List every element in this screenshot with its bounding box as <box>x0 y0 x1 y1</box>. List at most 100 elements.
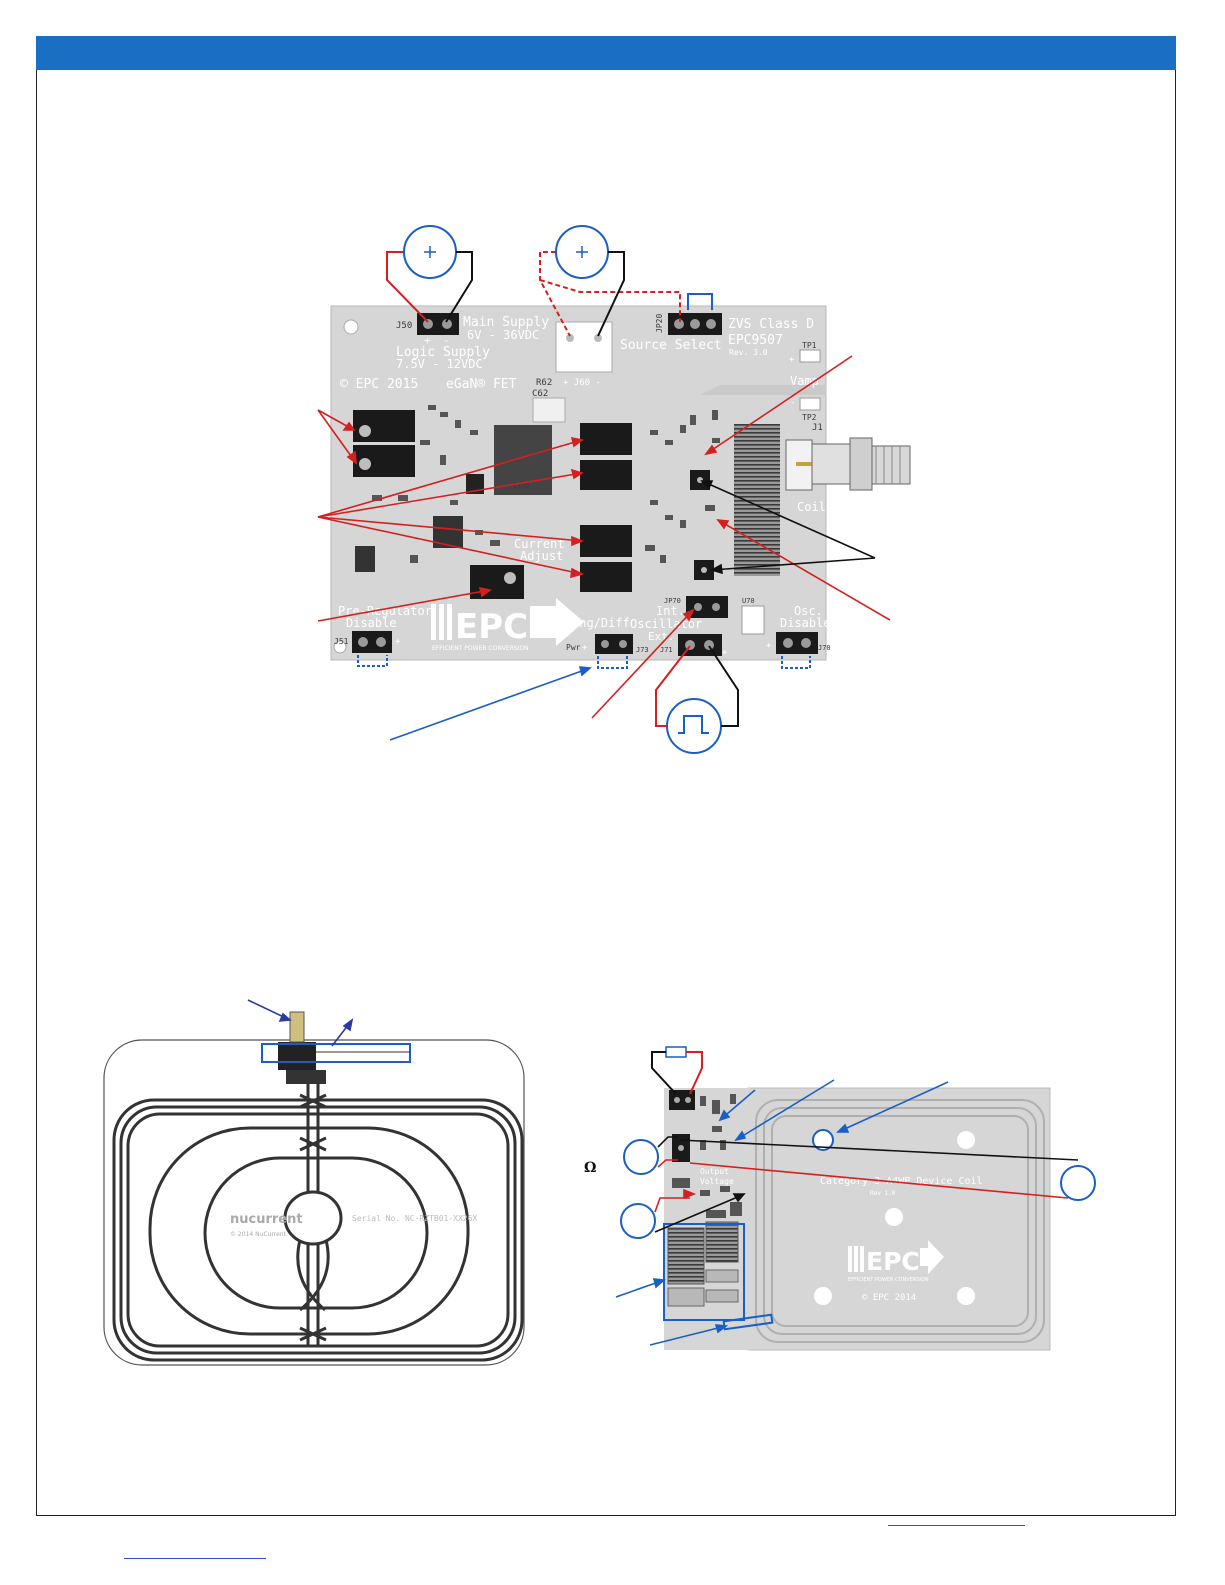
j51-connector[interactable] <box>352 631 392 653</box>
u70-label: U70 <box>742 597 755 605</box>
pulse-generator-icon <box>655 645 739 754</box>
tp1-label: TP1 <box>802 341 817 350</box>
tp1-pad[interactable] <box>799 349 821 363</box>
mount-hole-highlight <box>812 1129 834 1151</box>
omega-symbol: Ω <box>584 1160 597 1176</box>
voltmeter-icon-left <box>620 1195 741 1239</box>
top-red-arrows <box>317 355 891 719</box>
ammeter-icon-left <box>623 1136 678 1175</box>
j71-pos-sign: + <box>722 648 728 658</box>
j51-pos-sign: + <box>395 637 401 647</box>
top-black-arrows <box>700 480 876 575</box>
r62-label: R62 <box>536 378 552 388</box>
jp20-label: JP20 <box>655 314 664 333</box>
osc-disable-label: Disable <box>780 616 831 630</box>
board-copyright: © EPC 2015 <box>340 377 418 392</box>
nucurrent-copyright: © 2014 NuCurrent <box>230 1231 287 1238</box>
bottom-right-blue-arrows <box>615 1079 949 1346</box>
source-select-label: Source Select <box>620 338 722 353</box>
tp1-pos-sign: + <box>789 355 795 365</box>
main-supply-range: 6V - 36VDC <box>467 328 539 342</box>
header-bar <box>36 36 1176 70</box>
trimpot-preregulator[interactable] <box>470 565 524 599</box>
u70-oscillator <box>741 605 765 635</box>
svg-text:EFFICIENT POWER CONVERSION: EFFICIENT POWER CONVERSION <box>848 1277 929 1283</box>
j70-connector[interactable] <box>776 632 818 654</box>
jp70-label: JP70 <box>664 597 681 605</box>
j70-jumper-indicator <box>781 656 811 669</box>
device-copyright: © EPC 2014 <box>862 1293 916 1303</box>
j73-connector[interactable] <box>595 634 633 654</box>
pre-regulator-disable: Disable <box>346 616 397 630</box>
j70-label: J70 <box>818 644 831 652</box>
epc9507-board: J50 Main Supply 6V - 36VDC + - Logic Sup… <box>330 305 911 661</box>
sma-connector-j1[interactable] <box>785 437 911 491</box>
j71-label: J71 <box>660 646 673 654</box>
pre-regulator-label: Pre-Regulator <box>338 604 432 618</box>
main-supply-source-icon <box>386 225 473 323</box>
logic-supply-label: Logic Supply <box>396 345 490 360</box>
sng-diff-label: Sng/Diff <box>572 616 630 630</box>
trimpot-center-4[interactable] <box>580 562 632 592</box>
board-part: EPC9507 <box>728 333 783 348</box>
jp70-connector[interactable] <box>686 596 728 618</box>
osc-label: Osc. <box>794 604 823 618</box>
logic-supply-range: 7.5V - 12VDC <box>396 357 483 371</box>
output-connector[interactable] <box>669 1090 695 1110</box>
j1-label: J1 <box>812 423 823 433</box>
device-coil-title: Category 3 A4WP Device Coil <box>820 1176 983 1187</box>
j70-pos-sign: + <box>766 641 772 651</box>
bottom-right-red-arrow <box>683 1188 697 1200</box>
nucurrent-serial: Serial No. NC-RZTB01-XX26X <box>352 1214 477 1223</box>
coil-label: Coil <box>797 500 826 514</box>
trimpot-center-2[interactable] <box>580 460 632 490</box>
l60-label: L60 <box>513 481 529 491</box>
jp20-jumper-indicator <box>687 293 713 310</box>
mount-hole-tl <box>343 319 359 335</box>
j60-connector[interactable] <box>555 321 613 373</box>
j73-jumper-indicator <box>597 656 628 669</box>
board-inductor-coil <box>734 424 780 576</box>
j60-label: + J60 - <box>563 378 601 388</box>
board-name: ZVS Class D <box>728 317 814 332</box>
int-label: Int. <box>656 604 685 618</box>
output-voltage-label-2: Voltage <box>700 1177 734 1186</box>
j73-label: J73 <box>636 646 649 654</box>
current-adjust-2: Adjust <box>520 549 563 563</box>
ext-label: Ext. <box>648 630 675 643</box>
oscillator-label: Oscillator <box>630 617 702 631</box>
jp20-connector[interactable] <box>668 313 722 335</box>
j51-label: J51 <box>334 637 349 646</box>
connector-highlight-box <box>261 1043 411 1063</box>
pwr-label: Pwr <box>566 643 581 652</box>
egan-fet-label: eGaN® FET <box>446 377 517 392</box>
svg-text:EPC: EPC <box>866 1247 920 1276</box>
svg-text:EPC: EPC <box>455 607 528 647</box>
nucurrent-coil <box>103 1011 525 1366</box>
main-supply-label: Main Supply <box>463 315 549 330</box>
logic-supply-source-icon <box>539 225 681 337</box>
vamp-label: Vamp <box>790 374 819 388</box>
svg-text:EFFICIENT POWER CONVERSION: EFFICIENT POWER CONVERSION <box>432 645 529 652</box>
trimpot-center-3[interactable] <box>580 525 632 557</box>
output-voltage-label-1: Output <box>700 1167 729 1176</box>
link-underline-1[interactable] <box>888 1525 1025 1526</box>
j50-label: J50 <box>396 321 412 331</box>
top-blue-arrow <box>389 666 592 741</box>
c62-label: C62 <box>532 389 548 399</box>
pos-sign-j50: + <box>424 334 431 347</box>
board-revision: Rev. 3.0 <box>729 348 768 357</box>
trimpot-center-1[interactable] <box>580 423 632 455</box>
tp2-pad[interactable] <box>799 397 821 411</box>
j51-jumper-indicator <box>357 655 388 667</box>
device-coil-rev: Rev 1.0 <box>870 1190 896 1197</box>
board-epc-logo: EPC EFFICIENT POWER CONVERSION <box>431 598 584 652</box>
tp2-neg-sign: - <box>790 398 795 408</box>
bottom-left-arrows <box>247 999 354 1047</box>
link-underline-2[interactable] <box>124 1558 266 1559</box>
device-epc-logo: EPC EFFICIENT POWER CONVERSION <box>848 1240 944 1283</box>
j73-pos-sign: + <box>582 643 588 653</box>
nucurrent-brand: nucurrent <box>230 1212 303 1227</box>
neg-sign-j50: - <box>443 334 450 347</box>
